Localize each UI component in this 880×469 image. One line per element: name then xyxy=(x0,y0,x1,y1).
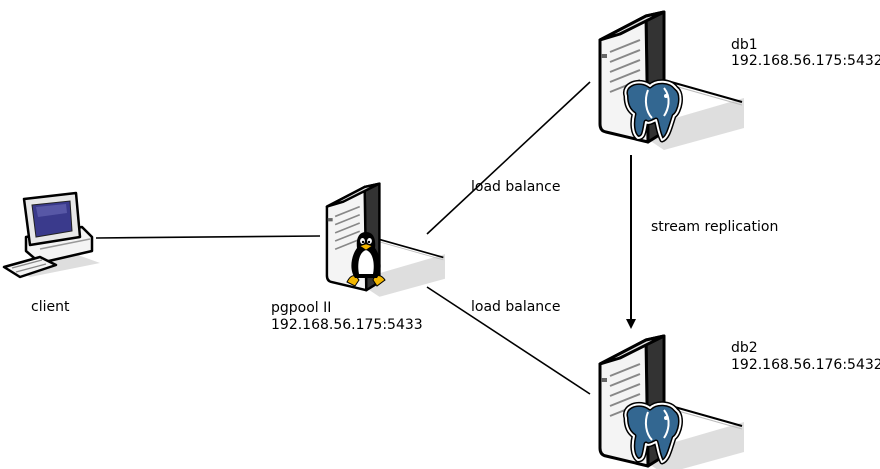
load-balance-label-db1: load balance xyxy=(471,179,561,195)
load-balance-label-db2: load balance xyxy=(471,299,561,315)
client-pgpool-link xyxy=(95,235,321,239)
db1-address: 192.168.56.175:5432 xyxy=(731,53,880,69)
db2-label: db2 xyxy=(731,340,758,356)
linux-penguin-icon xyxy=(346,232,386,287)
pgpool-address: 192.168.56.175:5433 xyxy=(271,317,423,333)
pgpool-server-icon xyxy=(325,182,447,299)
pgpool-db1-link xyxy=(426,81,591,235)
client-label: client xyxy=(31,299,70,315)
pgpool-label: pgpool II xyxy=(271,300,332,316)
pgpool-db2-link xyxy=(426,286,591,395)
client-computer-icon xyxy=(2,191,100,279)
db2-address: 192.168.56.176:5432 xyxy=(731,357,880,373)
stream-replication-label: stream replication xyxy=(651,219,779,235)
db1-label: db1 xyxy=(731,37,758,53)
